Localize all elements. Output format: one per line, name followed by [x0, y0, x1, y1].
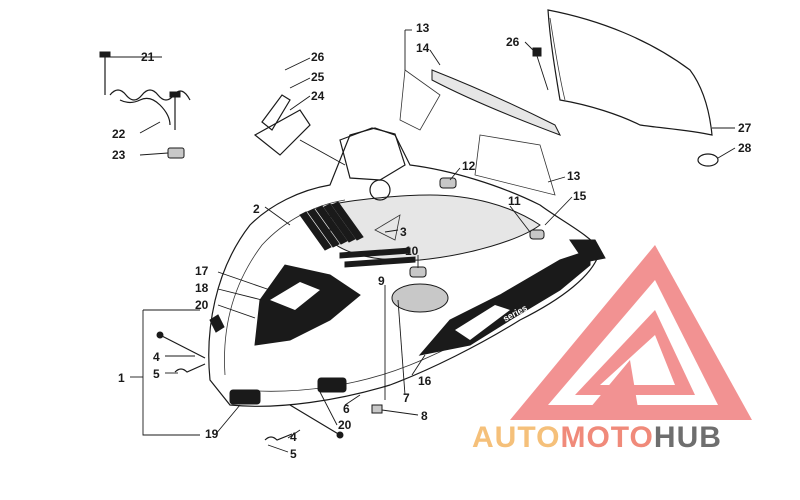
callout-26-left: 26 — [311, 50, 325, 64]
callout-13-top: 13 — [416, 21, 430, 35]
grommet-10 — [409, 266, 427, 278]
clip-8 — [371, 404, 383, 414]
callout-10: 10 — [405, 244, 419, 258]
headlight-pod — [339, 127, 406, 181]
callout-24: 24 — [311, 89, 325, 103]
callout-20-lower: 20 — [338, 418, 352, 432]
washer-28 — [697, 153, 719, 167]
callout-14: 14 — [416, 41, 430, 55]
hood-gauge-hole — [369, 179, 391, 201]
callout-8: 8 — [421, 409, 428, 423]
callout-15: 15 — [573, 189, 587, 203]
pin-4-lower — [289, 404, 341, 436]
callout-4-lower: 4 — [290, 430, 297, 444]
hood-assembly: series — [208, 127, 606, 407]
callout-21: 21 — [141, 50, 155, 64]
front-badge-left — [229, 389, 261, 405]
front-badge-right — [317, 377, 347, 393]
hood-vent-slats — [299, 201, 416, 268]
callout-27: 27 — [738, 121, 752, 135]
callout-9: 9 — [378, 274, 385, 288]
callout-11: 11 — [508, 194, 521, 208]
bracket-24 — [253, 109, 311, 156]
callout-22: 22 — [112, 127, 126, 141]
cotter-5-lower — [264, 433, 293, 441]
deflector-14 — [431, 69, 562, 136]
pin-4-upper — [159, 334, 206, 359]
callout-18: 18 — [195, 281, 209, 295]
callout-20-upper: 20 — [195, 298, 209, 312]
callout-12: 12 — [462, 159, 476, 173]
hood-outline — [208, 127, 601, 407]
callout-26-right: 26 — [506, 35, 520, 49]
callout-labels: 1 2 3 4 4 5 5 6 7 8 9 10 11 12 13 13 14 … — [112, 21, 752, 461]
left-decal — [254, 264, 361, 346]
windshield — [547, 9, 713, 136]
callout-2: 2 — [253, 202, 260, 216]
callout-5-lower: 5 — [290, 447, 297, 461]
callout-25: 25 — [311, 70, 325, 84]
callout-13-right: 13 — [567, 169, 581, 183]
decal-oval — [391, 283, 449, 313]
spring-assembly — [99, 51, 191, 159]
grommet-12 — [439, 177, 457, 189]
lens-3 — [374, 214, 401, 241]
callout-5-upper: 5 — [153, 367, 160, 381]
grommet-11 — [529, 229, 545, 240]
screw-26-right — [532, 47, 542, 57]
callout-7: 7 — [403, 391, 410, 405]
deflector-13-right — [474, 134, 556, 196]
cotter-5-upper — [174, 363, 206, 373]
callout-3: 3 — [400, 225, 407, 239]
callout-19: 19 — [205, 427, 219, 441]
deflector-13-top — [399, 69, 441, 131]
leader-lines — [110, 29, 736, 453]
watermark-hub: HUB — [654, 421, 722, 454]
watermark-moto: MOTO — [560, 421, 653, 454]
spring-22 — [109, 89, 191, 101]
callout-16: 16 — [418, 374, 432, 388]
watermark-logo-mark — [510, 245, 752, 420]
svg-text:AUTOMOTOHUB: AUTOMOTOHUB — [472, 421, 722, 454]
hood-inner-contour — [224, 199, 346, 376]
callout-6: 6 — [343, 402, 350, 416]
bracket-23 — [167, 147, 185, 159]
watermark-auto: AUTO — [472, 421, 560, 454]
callout-1: 1 — [118, 371, 125, 385]
watermark-text: AUTOMOTOHUB — [472, 421, 722, 454]
callout-17: 17 — [195, 264, 209, 278]
callout-23: 23 — [112, 148, 126, 162]
callout-4-upper: 4 — [153, 350, 160, 364]
callout-28: 28 — [738, 141, 752, 155]
